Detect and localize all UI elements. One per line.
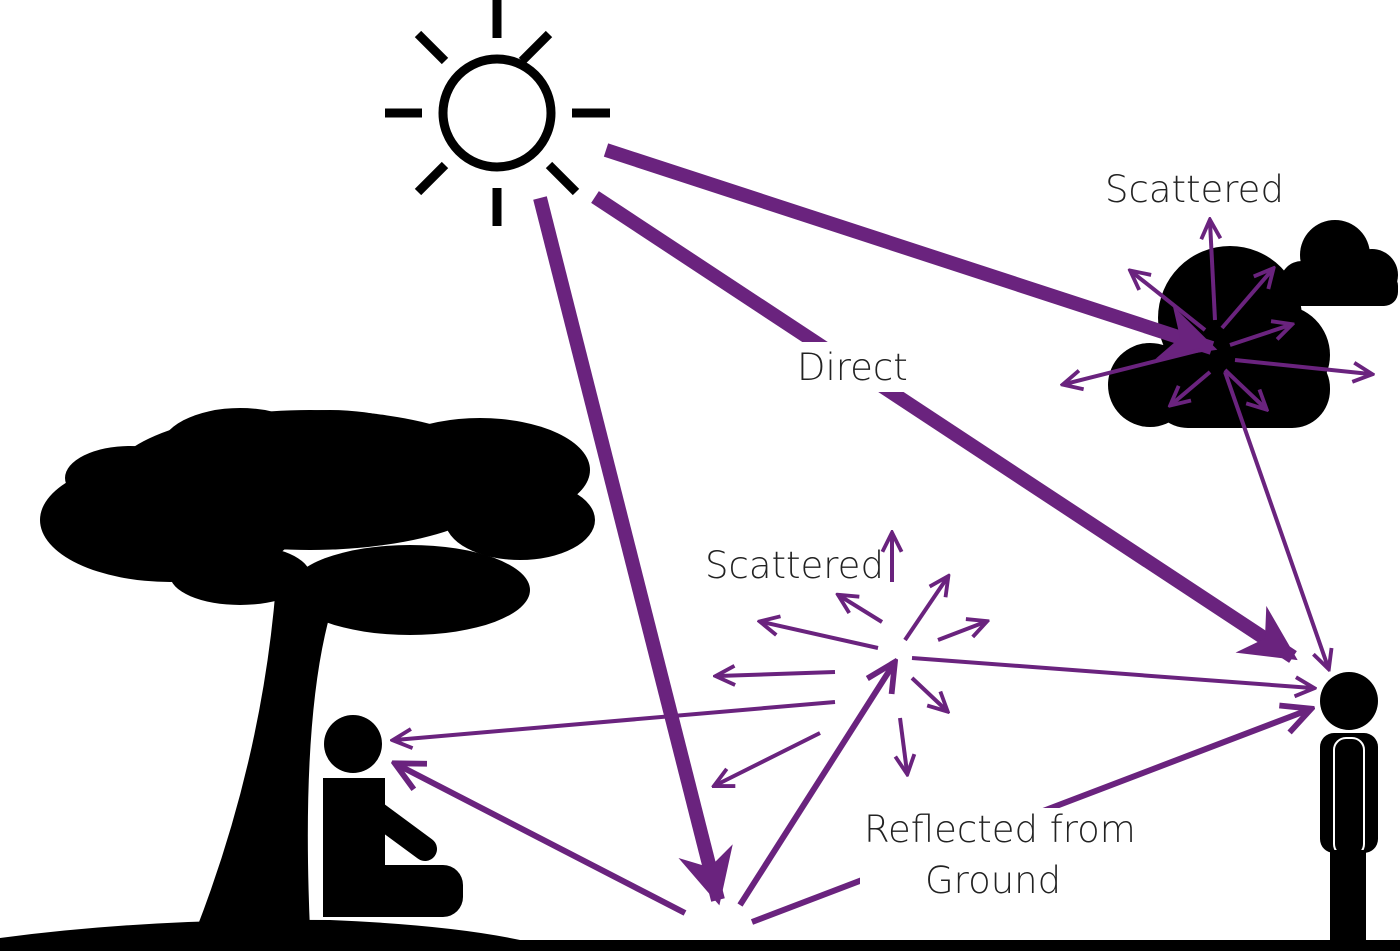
label-direct: Direct bbox=[797, 346, 908, 389]
cloud-scatter-rays bbox=[1065, 222, 1370, 667]
small-cloud-icon bbox=[1280, 220, 1398, 306]
reflected-rays bbox=[398, 665, 1308, 925]
tree-icon bbox=[40, 408, 595, 930]
direct-ray-to-ground bbox=[533, 196, 733, 906]
label-scattered-cloud: Scattered bbox=[1105, 168, 1284, 211]
direct-ray-to-person bbox=[591, 191, 1298, 663]
label-scattered-air: Scattered bbox=[705, 544, 884, 587]
sitting-person-icon bbox=[323, 715, 463, 917]
standing-person-icon bbox=[1320, 672, 1378, 940]
direct-rays bbox=[533, 143, 1298, 906]
label-reflected-line2: Ground bbox=[925, 859, 1062, 902]
label-reflected-line1: Reflected from bbox=[864, 808, 1136, 851]
direct-ray-to-cloud bbox=[603, 143, 1218, 359]
sun-icon bbox=[385, 0, 610, 226]
ground bbox=[0, 919, 1400, 951]
air-scatter-rays bbox=[395, 535, 1312, 785]
